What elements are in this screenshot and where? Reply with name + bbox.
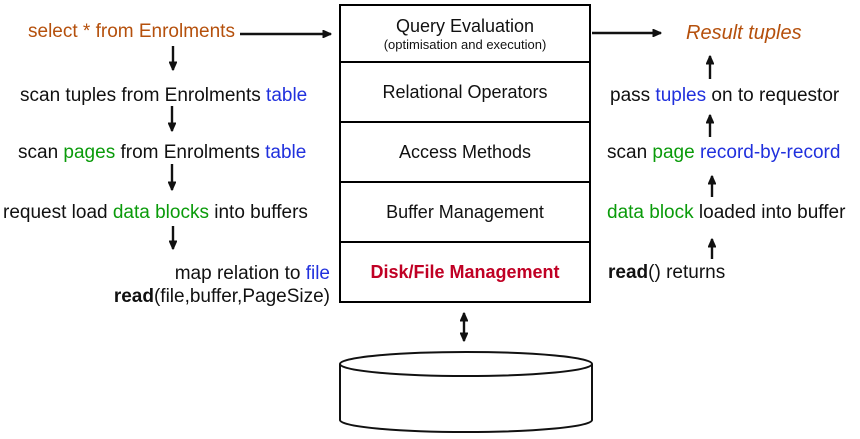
layer-query-evaluation: Query Evaluation (optimisation and execu… [341, 6, 589, 61]
note-request-blocks: request load data blocks into buffers [3, 202, 308, 223]
layer-disk-file-management: Disk/File Management [341, 241, 589, 301]
layer-buffer-management-title: Buffer Management [386, 202, 544, 222]
note-block-loaded: data block loaded into buffer [607, 202, 846, 223]
layer-disk-file-management-title: Disk/File Management [370, 262, 560, 282]
layer-access-methods-title: Access Methods [398, 142, 532, 162]
note-scan-page: scan page record-by-record [607, 142, 841, 163]
note-pass-tuples: pass tuples on to requestor [610, 85, 840, 106]
layer-query-evaluation-title: Query Evaluation [395, 15, 535, 36]
note-read-call: read(file,buffer,PageSize) [113, 286, 330, 307]
note-map-relation-block: map relation to file read(file,buffer,Pa… [60, 262, 330, 308]
note-map-relation: map relation to file [174, 263, 330, 284]
layer-access-methods: Access Methods [341, 121, 589, 181]
stored-data-label: Stored Data [409, 382, 523, 404]
note-scan-tuples: scan tuples from Enrolments table [20, 85, 308, 106]
layer-query-evaluation-subtitle: (optimisation and execution) [383, 36, 547, 52]
note-scan-pages: scan pages from Enrolments table [18, 142, 307, 163]
layer-buffer-management: Buffer Management [341, 181, 589, 241]
layer-relational-operators-title: Relational Operators [382, 82, 548, 102]
dbms-layer-stack: Query Evaluation (optimisation and execu… [339, 4, 591, 303]
layer-relational-operators: Relational Operators [341, 61, 589, 121]
note-result-tuples: Result tuples [686, 22, 802, 44]
stored-data-cylinder-top [339, 351, 593, 377]
note-select-query: select * from Enrolments [28, 21, 235, 42]
note-read-returns: read() returns [608, 262, 726, 283]
